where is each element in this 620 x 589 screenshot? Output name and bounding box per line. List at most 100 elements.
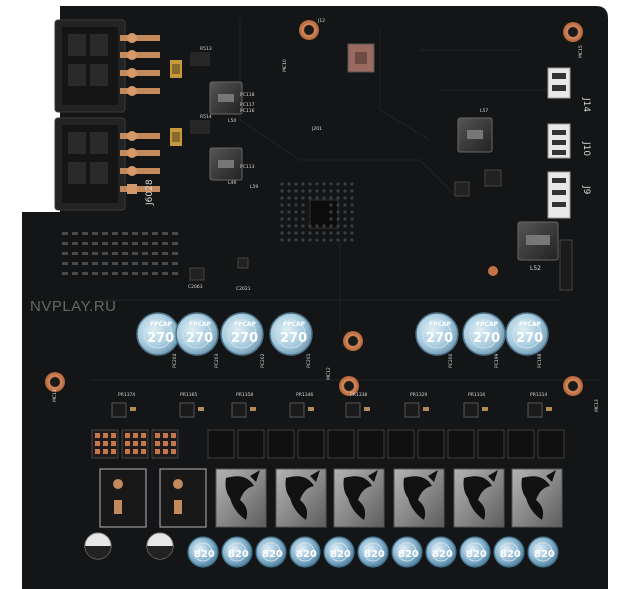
via — [301, 217, 305, 221]
via — [301, 196, 305, 200]
smd-part — [152, 232, 158, 235]
smd-part — [142, 232, 148, 235]
inductor-r75 — [457, 117, 493, 153]
header-j10 — [547, 123, 571, 159]
smd-part — [122, 252, 128, 255]
controller-area — [309, 43, 375, 229]
pc-label: PR1374 — [118, 392, 135, 398]
smd-part — [132, 272, 138, 275]
mount-hole — [563, 22, 583, 42]
pc-label: PR1346 — [296, 392, 313, 398]
smd-part — [172, 252, 178, 255]
via — [343, 224, 347, 228]
via — [350, 196, 354, 200]
choke-logo — [215, 468, 267, 528]
capacitor-value: 270 — [280, 331, 307, 346]
capacitor-value: 270 — [231, 331, 258, 346]
choke-logo — [393, 468, 445, 528]
capacitor-brand: FPCAP — [519, 321, 542, 328]
via — [343, 210, 347, 214]
capacitor-value: 820 — [398, 549, 419, 560]
mount-hole — [339, 376, 359, 396]
capacitor-value: 820 — [296, 549, 317, 560]
capacitor-270: FPCAP 270 — [415, 312, 459, 356]
capacitor-820: 820 — [493, 536, 525, 568]
silk-label: PC116 — [240, 108, 255, 114]
smd-part — [172, 262, 178, 265]
silk-label: L57 — [480, 108, 488, 114]
smd-grid — [62, 232, 178, 275]
j6028-label: J6028 — [145, 179, 155, 206]
via — [294, 231, 298, 235]
smd-part — [62, 262, 68, 265]
smd-part — [82, 242, 88, 245]
capacitor-brand: FPCAP — [476, 321, 499, 328]
via — [280, 231, 284, 235]
via — [350, 210, 354, 214]
smd-part — [122, 262, 128, 265]
smd-part — [92, 252, 98, 255]
via — [301, 203, 305, 207]
via — [343, 189, 347, 193]
silk-label: MC12 — [326, 367, 332, 380]
capacitor-brand: FPCAP — [283, 321, 306, 328]
capacitor-820: 820 — [187, 536, 219, 568]
capacitor-small — [146, 532, 174, 560]
smd-part — [102, 232, 108, 235]
smd-part — [142, 262, 148, 265]
smd-part — [172, 232, 178, 235]
via — [294, 224, 298, 228]
power-stage — [417, 429, 445, 459]
smd-part — [92, 232, 98, 235]
via — [287, 231, 291, 235]
smd-part — [62, 252, 68, 255]
smd-part — [162, 262, 168, 265]
via — [322, 238, 326, 242]
via — [301, 231, 305, 235]
via — [280, 210, 284, 214]
smd-part — [62, 232, 68, 235]
power-stage — [207, 429, 235, 459]
smd-resistor — [364, 407, 370, 411]
capacitor-value: 270 — [426, 331, 453, 346]
smd-part — [132, 232, 138, 235]
via — [329, 182, 333, 186]
smd-part — [92, 272, 98, 275]
pc-label: PC202 — [260, 353, 266, 368]
smd-part — [152, 252, 158, 255]
vrm-chip — [345, 402, 361, 418]
smd-part — [122, 272, 128, 275]
via — [280, 238, 284, 242]
smd-part — [72, 262, 78, 265]
silk-label: R513 — [200, 46, 212, 52]
capacitor-value: 820 — [466, 549, 487, 560]
via — [294, 210, 298, 214]
via — [329, 196, 333, 200]
via — [329, 231, 333, 235]
smd-part — [102, 252, 108, 255]
smd-part — [112, 272, 118, 275]
smd-part — [62, 272, 68, 275]
silk-label: C2063 — [188, 284, 203, 290]
power-stage — [477, 429, 505, 459]
smd-part — [92, 242, 98, 245]
via — [336, 224, 340, 228]
power-stage — [327, 429, 355, 459]
capacitor-brand: FPCAP — [429, 321, 452, 328]
via — [301, 224, 305, 228]
smd-part — [82, 272, 88, 275]
smd-part — [122, 232, 128, 235]
via — [301, 189, 305, 193]
smd-part — [82, 262, 88, 265]
silk-label: L50 — [228, 118, 236, 124]
via — [308, 182, 312, 186]
via — [343, 196, 347, 200]
choke-logo — [333, 468, 385, 528]
via — [329, 238, 333, 242]
smd-part — [112, 232, 118, 235]
via — [329, 189, 333, 193]
capacitor-820: 820 — [391, 536, 423, 568]
